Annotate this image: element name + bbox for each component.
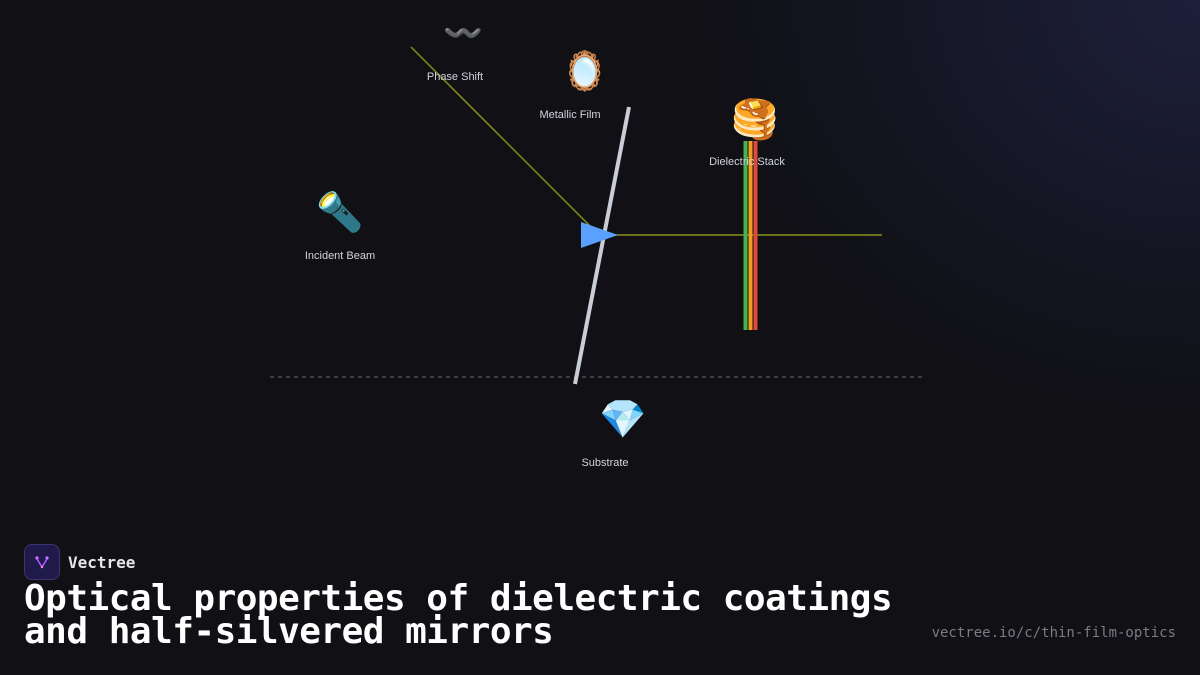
vectree-logo-icon — [24, 544, 60, 580]
flashlight-icon: 🔦 — [316, 190, 364, 234]
stack-layer-green — [743, 141, 748, 330]
source-url: vectree.io/c/thin-film-optics — [931, 625, 1176, 641]
mirror-icon: 🪞 — [561, 49, 609, 93]
stack-layer-orange — [748, 141, 753, 330]
title-line-1: Optical properties of dielectric coating… — [24, 578, 893, 619]
phase-shift-label: Phase Shift — [427, 71, 483, 83]
incident-beam-label: Incident Beam — [305, 250, 375, 262]
gem-icon: 💎 — [599, 397, 647, 441]
brand: Vectree — [24, 544, 135, 580]
stack-layer-red — [753, 141, 758, 330]
metallic-film-label: Metallic Film — [539, 109, 600, 121]
title-line-2: and half-silvered mirrors — [24, 611, 554, 652]
pancakes-icon: 🥞 — [731, 97, 779, 141]
dielectric-stack-label: Dielectric Stack — [709, 156, 785, 168]
brand-name: Vectree — [68, 552, 136, 572]
half-silvered-mirror — [573, 106, 631, 385]
incoming-beam — [410, 46, 601, 237]
page-title: Optical properties of dielectric coating… — [24, 581, 924, 650]
wave-icon: 〰️ — [443, 14, 483, 52]
beam-arrow-icon — [581, 222, 618, 248]
substrate-label: Substrate — [581, 457, 628, 469]
dielectric-stack-layers — [743, 141, 758, 330]
